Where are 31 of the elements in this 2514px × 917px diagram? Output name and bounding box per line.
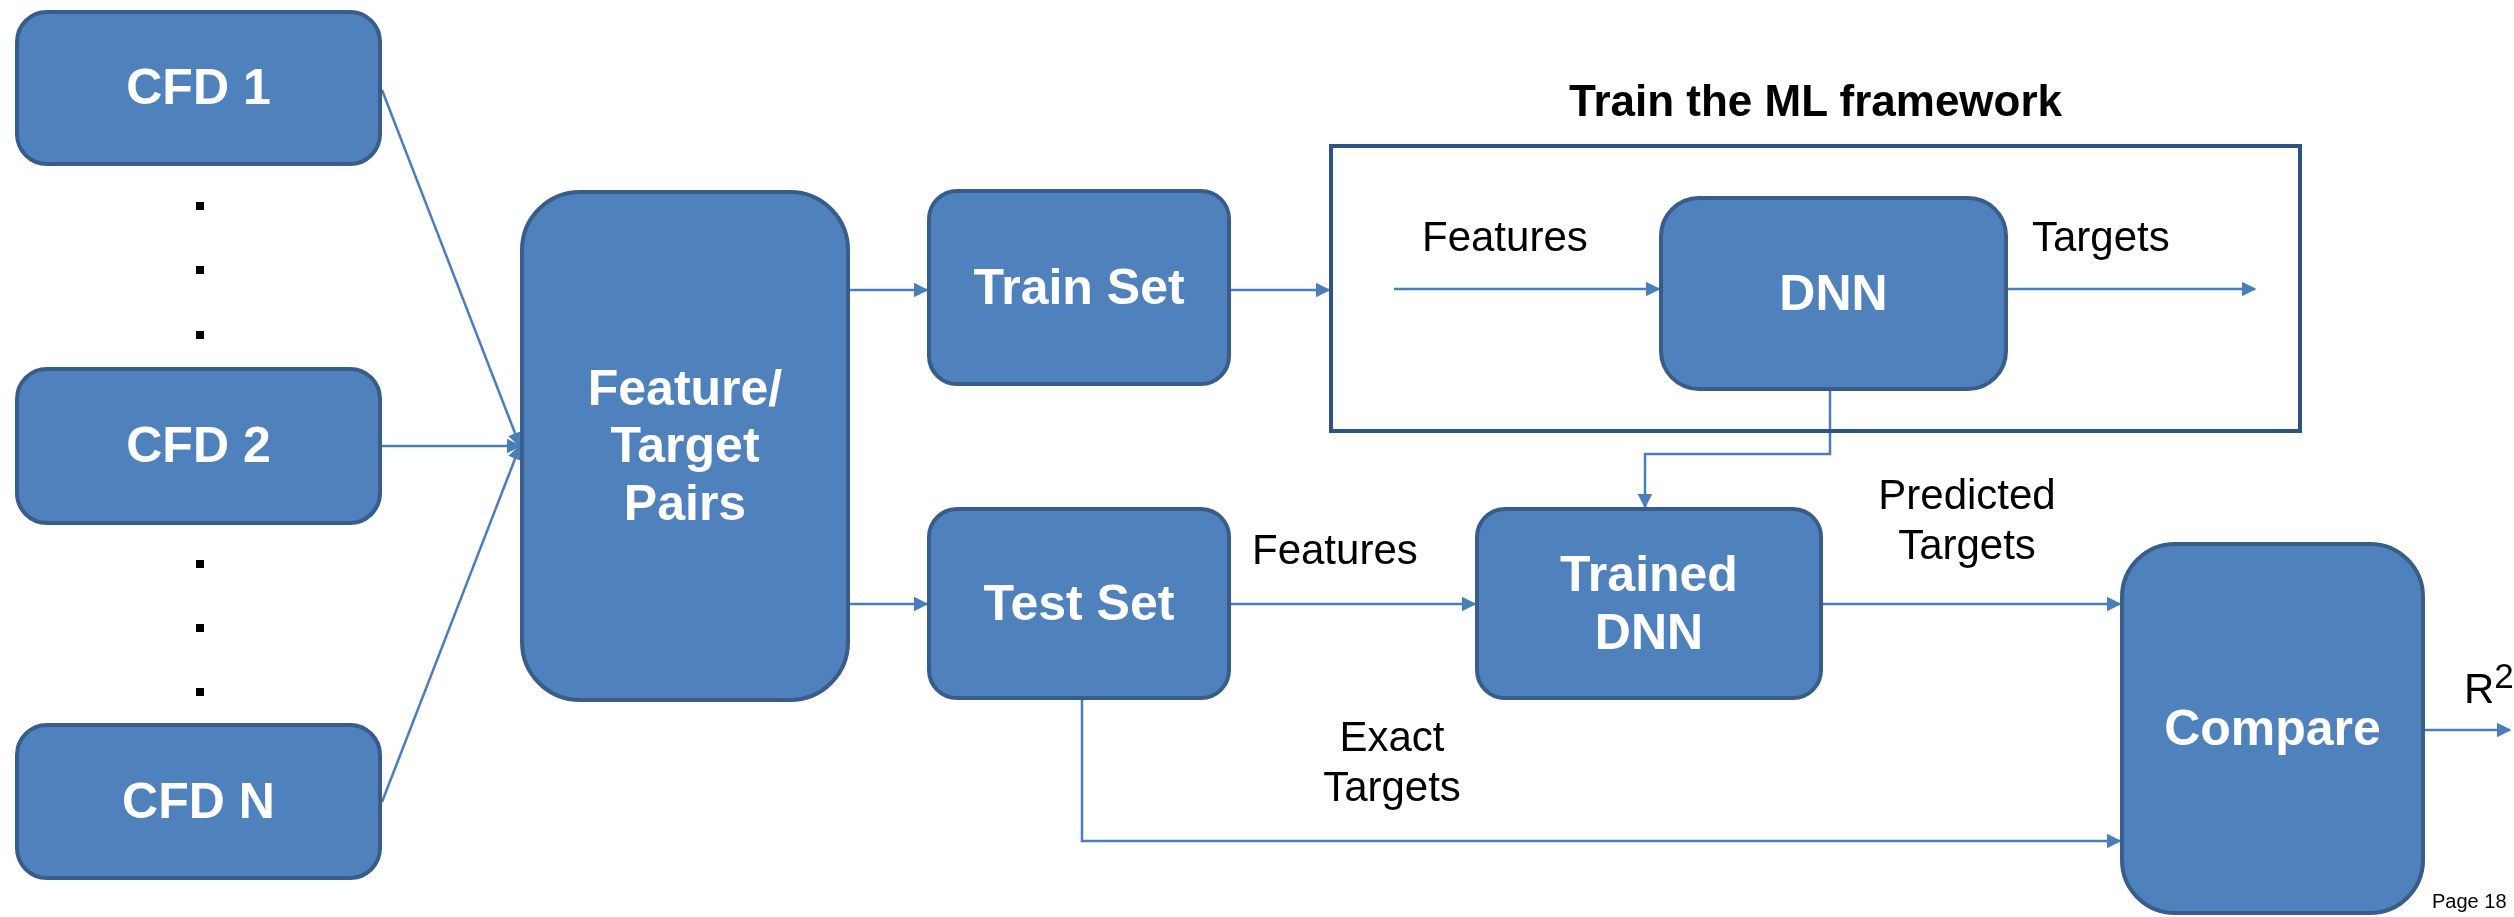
arrow: [850, 596, 929, 612]
process-box: [1475, 507, 1823, 700]
arrow: [1823, 596, 2122, 612]
arrow: [1231, 282, 1331, 298]
process-box: [15, 10, 382, 166]
process-box: [1659, 196, 2008, 391]
box-label: CFD 2: [126, 417, 271, 475]
arrow: [1394, 281, 1661, 297]
arrow: [2425, 722, 2512, 738]
page-number: Page 18: [2432, 890, 2507, 913]
box-label: CFD N: [122, 772, 275, 831]
arrow: [1080, 700, 2122, 849]
process-box: [2120, 542, 2425, 915]
box-label: Train Set: [973, 258, 1185, 317]
box-label: DNN: [1779, 264, 1888, 323]
arrow: [382, 438, 522, 454]
arrow: [850, 282, 929, 298]
frame-title: Train the ML framework: [1567, 76, 2064, 126]
box-label: Compare: [2164, 699, 2381, 758]
arrow: [2008, 281, 2257, 297]
process-box: [520, 190, 850, 702]
box-label: Test Set: [983, 574, 1175, 633]
process-box: [15, 723, 382, 880]
arrow: [1637, 391, 1832, 509]
box-label: CFD 1: [126, 59, 271, 117]
arrow: [1231, 596, 1477, 612]
box-label: Trained DNN: [1559, 546, 1739, 661]
box-label: Feature/ Target Pairs: [586, 359, 784, 533]
process-box: [15, 367, 382, 525]
process-box: [927, 507, 1231, 700]
process-box: [927, 189, 1231, 386]
